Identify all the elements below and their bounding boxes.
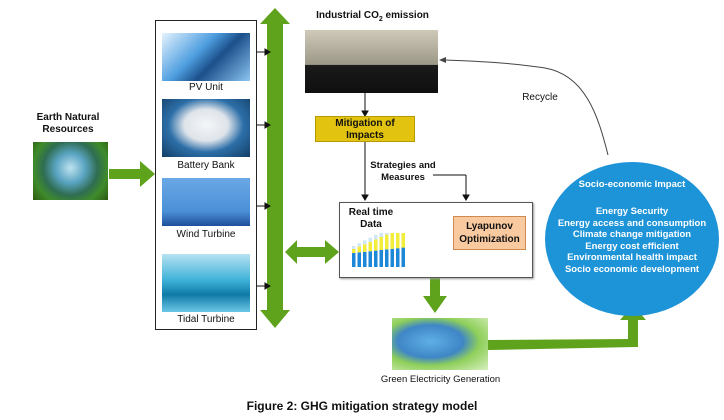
energy-sources-panel: PV Unit Battery Bank Wind Turbine Tidal … — [155, 20, 257, 330]
industrial-label-sub: 2 — [378, 16, 383, 23]
source-label-pv: PV Unit — [189, 82, 223, 93]
earth-globe-image — [33, 142, 108, 200]
socio-item: Environmental health impact — [567, 252, 697, 263]
realtime-line2: Data — [360, 219, 382, 230]
socio-item: Energy access and consumption — [557, 217, 707, 229]
industrial-label-text: Industrial CO — [316, 10, 379, 21]
thumbnail-bar — [352, 246, 356, 249]
thumbnail-bar — [357, 252, 361, 267]
strategies-line1: Strategies and — [370, 160, 436, 171]
strategies-line2: Measures — [381, 172, 425, 183]
socio-economic-circle: Socio-economic Impact Energy Security En… — [545, 162, 719, 316]
source-label-tidal: Tidal Turbine — [177, 314, 235, 325]
lyapunov-box: Lyapunov Optimization — [453, 216, 526, 250]
thumbnail-bar — [385, 233, 389, 235]
recycle-label: Recycle — [522, 92, 558, 103]
earth-label: Earth Natural Resources — [18, 112, 118, 136]
light-bulb-image — [392, 318, 488, 370]
mitigation-line2: Impacts — [346, 130, 384, 141]
thumbnail-bar — [374, 234, 378, 240]
thumbnail-bar — [352, 253, 356, 267]
industrial-label: Industrial CO2 emission — [300, 10, 445, 26]
tidal-turbine-image — [162, 254, 250, 312]
thumbnail-bar — [396, 233, 400, 249]
realtime-line1: Real time — [348, 207, 394, 218]
thumbnail-bar — [368, 237, 372, 242]
factory-image — [305, 30, 438, 93]
wind-turbine-image — [162, 178, 250, 226]
thumbnail-bar — [401, 247, 405, 267]
thumbnail-bar — [363, 240, 367, 245]
lyapunov-line2: Optimization — [459, 234, 520, 245]
green-electricity-label: Green Electricity Generation — [380, 374, 501, 385]
socio-item: Climate change mitigation — [572, 229, 692, 240]
thumbnail-bar — [379, 237, 383, 250]
mitigation-box: Mitigation of Impacts — [315, 116, 415, 142]
realtime-to-green-arrow — [423, 278, 447, 313]
realtime-chart-thumbnail — [352, 233, 405, 267]
thumbnail-bar — [363, 251, 367, 267]
source-label-wind: Wind Turbine — [176, 229, 236, 240]
socio-item: Socio economic development — [564, 263, 700, 275]
industrial-label-suffix: emission — [382, 10, 429, 21]
thumbnail-bar — [368, 251, 372, 267]
thumbnail-bar — [357, 246, 361, 253]
socio-item: Energy Security — [595, 206, 669, 217]
earth-label-line1: Earth Natural — [36, 112, 100, 123]
bus-arrow — [260, 8, 290, 328]
solar-panel-image — [162, 33, 250, 81]
thumbnail-bar — [374, 239, 378, 251]
thumbnail-bar — [401, 233, 405, 248]
thumbnail-bar — [379, 233, 383, 237]
thumbnail-bar — [379, 250, 383, 267]
realtime-label: Real time Data — [346, 207, 396, 231]
battery-bank-image — [162, 99, 250, 157]
bus-realtime-arrow — [285, 240, 339, 264]
mitigation-line1: Mitigation of — [335, 118, 395, 129]
figure-caption: Figure 2: GHG mitigation strategy model — [246, 399, 478, 413]
thumbnail-bar — [396, 248, 400, 267]
source-label-battery: Battery Bank — [177, 160, 235, 171]
thumbnail-bar — [390, 248, 394, 267]
earth-to-sources-arrow — [109, 161, 155, 187]
thumbnail-bar — [352, 249, 356, 253]
thumbnail-bar — [385, 249, 389, 267]
thumbnail-bar — [363, 244, 367, 252]
thumbnail-bar — [390, 233, 394, 249]
strategies-label: Strategies and Measures — [368, 160, 438, 184]
socio-item: Energy cost efficient — [585, 240, 679, 252]
thumbnail-bar — [357, 243, 361, 247]
socio-title: Socio-economic Impact — [578, 179, 686, 190]
earth-label-line2: Resources — [42, 124, 94, 135]
thumbnail-bar — [374, 250, 378, 267]
thumbnail-bar — [368, 241, 372, 252]
thumbnail-bar — [385, 234, 389, 250]
lyapunov-line1: Lyapunov — [466, 221, 513, 232]
socio-list: Energy Security Energy access and consum… — [545, 206, 719, 275]
recycle-arrow — [444, 59, 609, 156]
